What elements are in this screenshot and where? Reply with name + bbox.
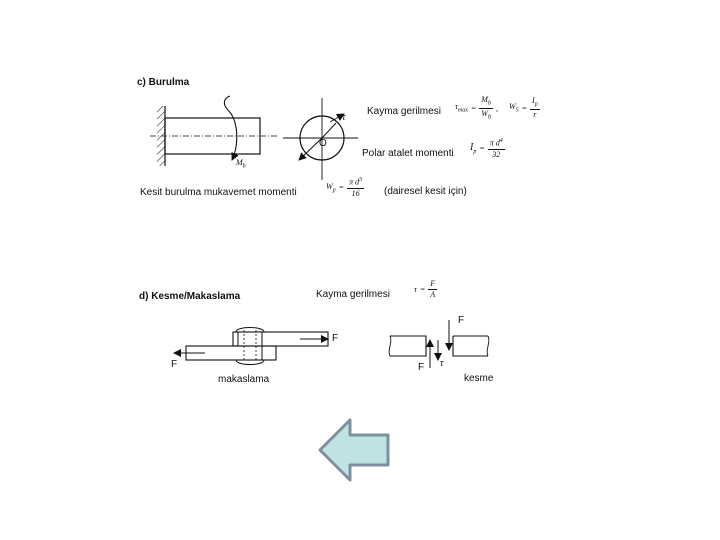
circular-section-note: (dairesel kesit için) (384, 186, 467, 197)
polar-moment-label: Polar atalet momenti (362, 148, 454, 159)
torsion-cross-section (283, 98, 358, 180)
section-modulus-label: Kesit burulma mukavemet momenti (140, 187, 297, 198)
fig-center-O: O (319, 138, 327, 149)
fig-tau-c: τ (342, 112, 346, 123)
section-modulus-formula: Wp = π d3 16 (326, 177, 365, 198)
fig-F-bottom: F (418, 362, 425, 373)
polar-moment-formula: Ip = π d4 32 (470, 138, 505, 159)
shear-stress-label-d: Kayma gerilmesi (316, 289, 390, 300)
shear-stress-label-c: Kayma gerilmesi (367, 106, 441, 117)
fig-F-left: F (171, 359, 178, 370)
fig-torque-Mb: Mb (236, 158, 246, 170)
section-d-heading: d) Kesme/Makaslama (139, 291, 241, 302)
torsion-moment-arc (223, 95, 236, 160)
makaslama-label: makaslama (218, 374, 270, 385)
shear-cut-drawing (388, 320, 490, 368)
section-c-heading: c) Burulma (137, 77, 190, 88)
kesme-label: kesme (464, 373, 494, 384)
left-arrow-icon[interactable] (318, 418, 390, 482)
fig-F-right: F (332, 333, 339, 344)
lap-joint-drawing (173, 327, 329, 365)
fig-F-top: F (458, 315, 465, 326)
tau-max-formula: τmax = Mb Wb , WS = Ip r (455, 95, 540, 121)
shear-formula: τ = F A (414, 279, 438, 299)
fig-tau-d: τ (440, 358, 444, 369)
torsion-shaft (150, 117, 278, 155)
